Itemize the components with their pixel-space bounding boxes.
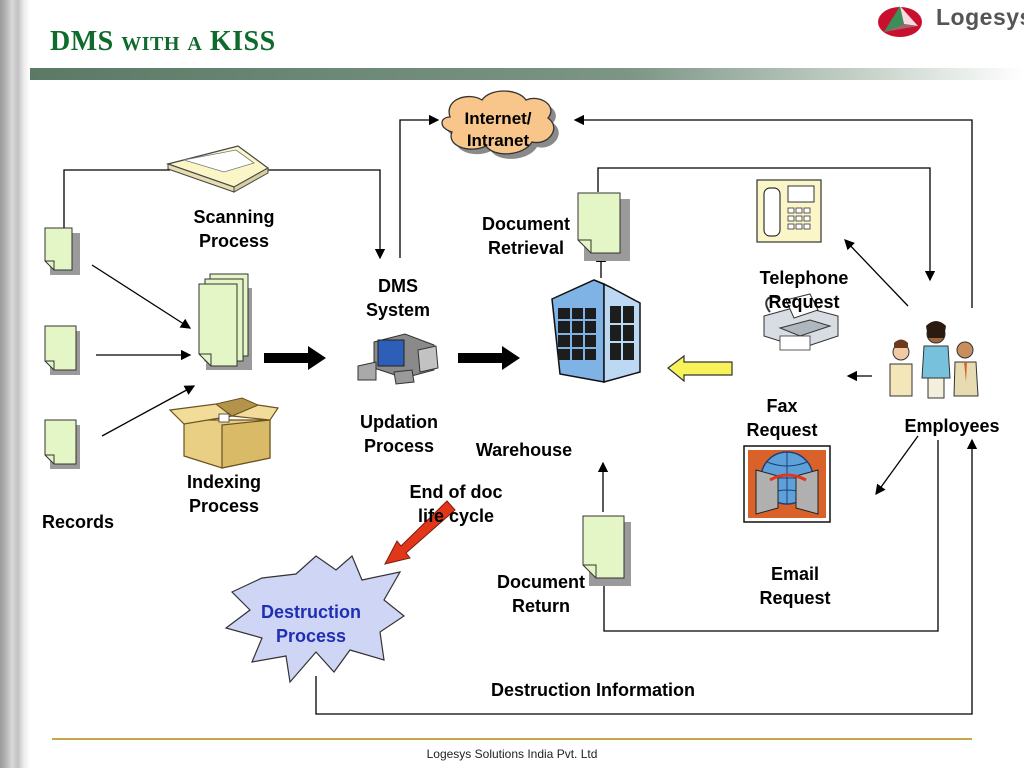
- destruction-information-label: Destruction Information: [490, 680, 695, 700]
- retrieval-document-icon: [577, 192, 630, 261]
- scanner-icon: [165, 145, 270, 193]
- email-request-label: Email Request: [759, 564, 831, 608]
- fax-request-label: Fax Request: [746, 396, 818, 440]
- employees-people-icon: [889, 321, 979, 399]
- connector-records-scanner: [63, 169, 170, 230]
- warehouse-label: Warehouse: [475, 440, 573, 460]
- telephone-request-label: Telephone Request: [759, 268, 849, 312]
- left-decor-bar: [0, 0, 30, 768]
- internet-intranet-label: Internet/ Intranet: [464, 109, 532, 150]
- logesys-logo-icon: [878, 6, 922, 37]
- open-box-icon: [168, 397, 280, 469]
- document-retrieval-label: Document Retrieval: [481, 214, 570, 258]
- internet-cloud-icon: [441, 90, 559, 159]
- destruction-process-label: Destruction Process: [260, 602, 361, 646]
- record-document-icon: [44, 325, 80, 375]
- connector-lines: [63, 114, 978, 715]
- connector-employees-return: [603, 440, 939, 632]
- yellow-arrow-icon: [667, 354, 733, 383]
- telephone-icon: [756, 179, 822, 243]
- connector-employees-telephone: [844, 239, 909, 307]
- document-stack-icon: [198, 273, 252, 370]
- footer-text: Logesys Solutions India Pvt. Ltd: [426, 747, 598, 761]
- employees-label: Employees: [904, 416, 1000, 436]
- connector-employees-email: [875, 435, 919, 496]
- slide-title: DMS with a KISS: [50, 26, 276, 57]
- connector-destruction-info: [315, 438, 978, 715]
- process-arrow-icon: [264, 346, 326, 370]
- dms-system-label: DMS System: [365, 276, 431, 320]
- document-return-label: Document Return: [496, 572, 585, 616]
- records-label: Records: [41, 512, 115, 532]
- footer-divider: [52, 738, 972, 740]
- return-document-icon: [582, 515, 631, 586]
- process-arrow-icon: [458, 346, 520, 370]
- connector-record3-docs: [101, 385, 196, 437]
- connector-record1-docs: [91, 264, 192, 329]
- updation-process-label: Updation Process: [360, 412, 438, 456]
- connector-employees-internet: [573, 114, 973, 308]
- email-globe-icon: [743, 445, 831, 523]
- end-of-doc-life-cycle-label: End of doc life cycle: [409, 482, 503, 526]
- indexing-process-label: Indexing Process: [186, 472, 261, 516]
- connector-dms-internet: [399, 114, 440, 258]
- red-arrow-icon: [384, 500, 456, 565]
- record-document-icon: [44, 227, 80, 275]
- warehouse-building-icon: [551, 279, 641, 383]
- fax-machine-icon: [763, 293, 839, 351]
- scanning-process-label: Scanning Process: [193, 207, 275, 251]
- title-underline-band: [30, 68, 1024, 80]
- record-document-icon: [44, 419, 80, 469]
- computer-icon: [357, 333, 439, 385]
- connector-scanner-dms: [268, 169, 386, 260]
- connector-retrieval-employees: [597, 167, 936, 282]
- destruction-starburst-icon: [224, 554, 406, 684]
- logo-text: Logesys: [936, 4, 1024, 30]
